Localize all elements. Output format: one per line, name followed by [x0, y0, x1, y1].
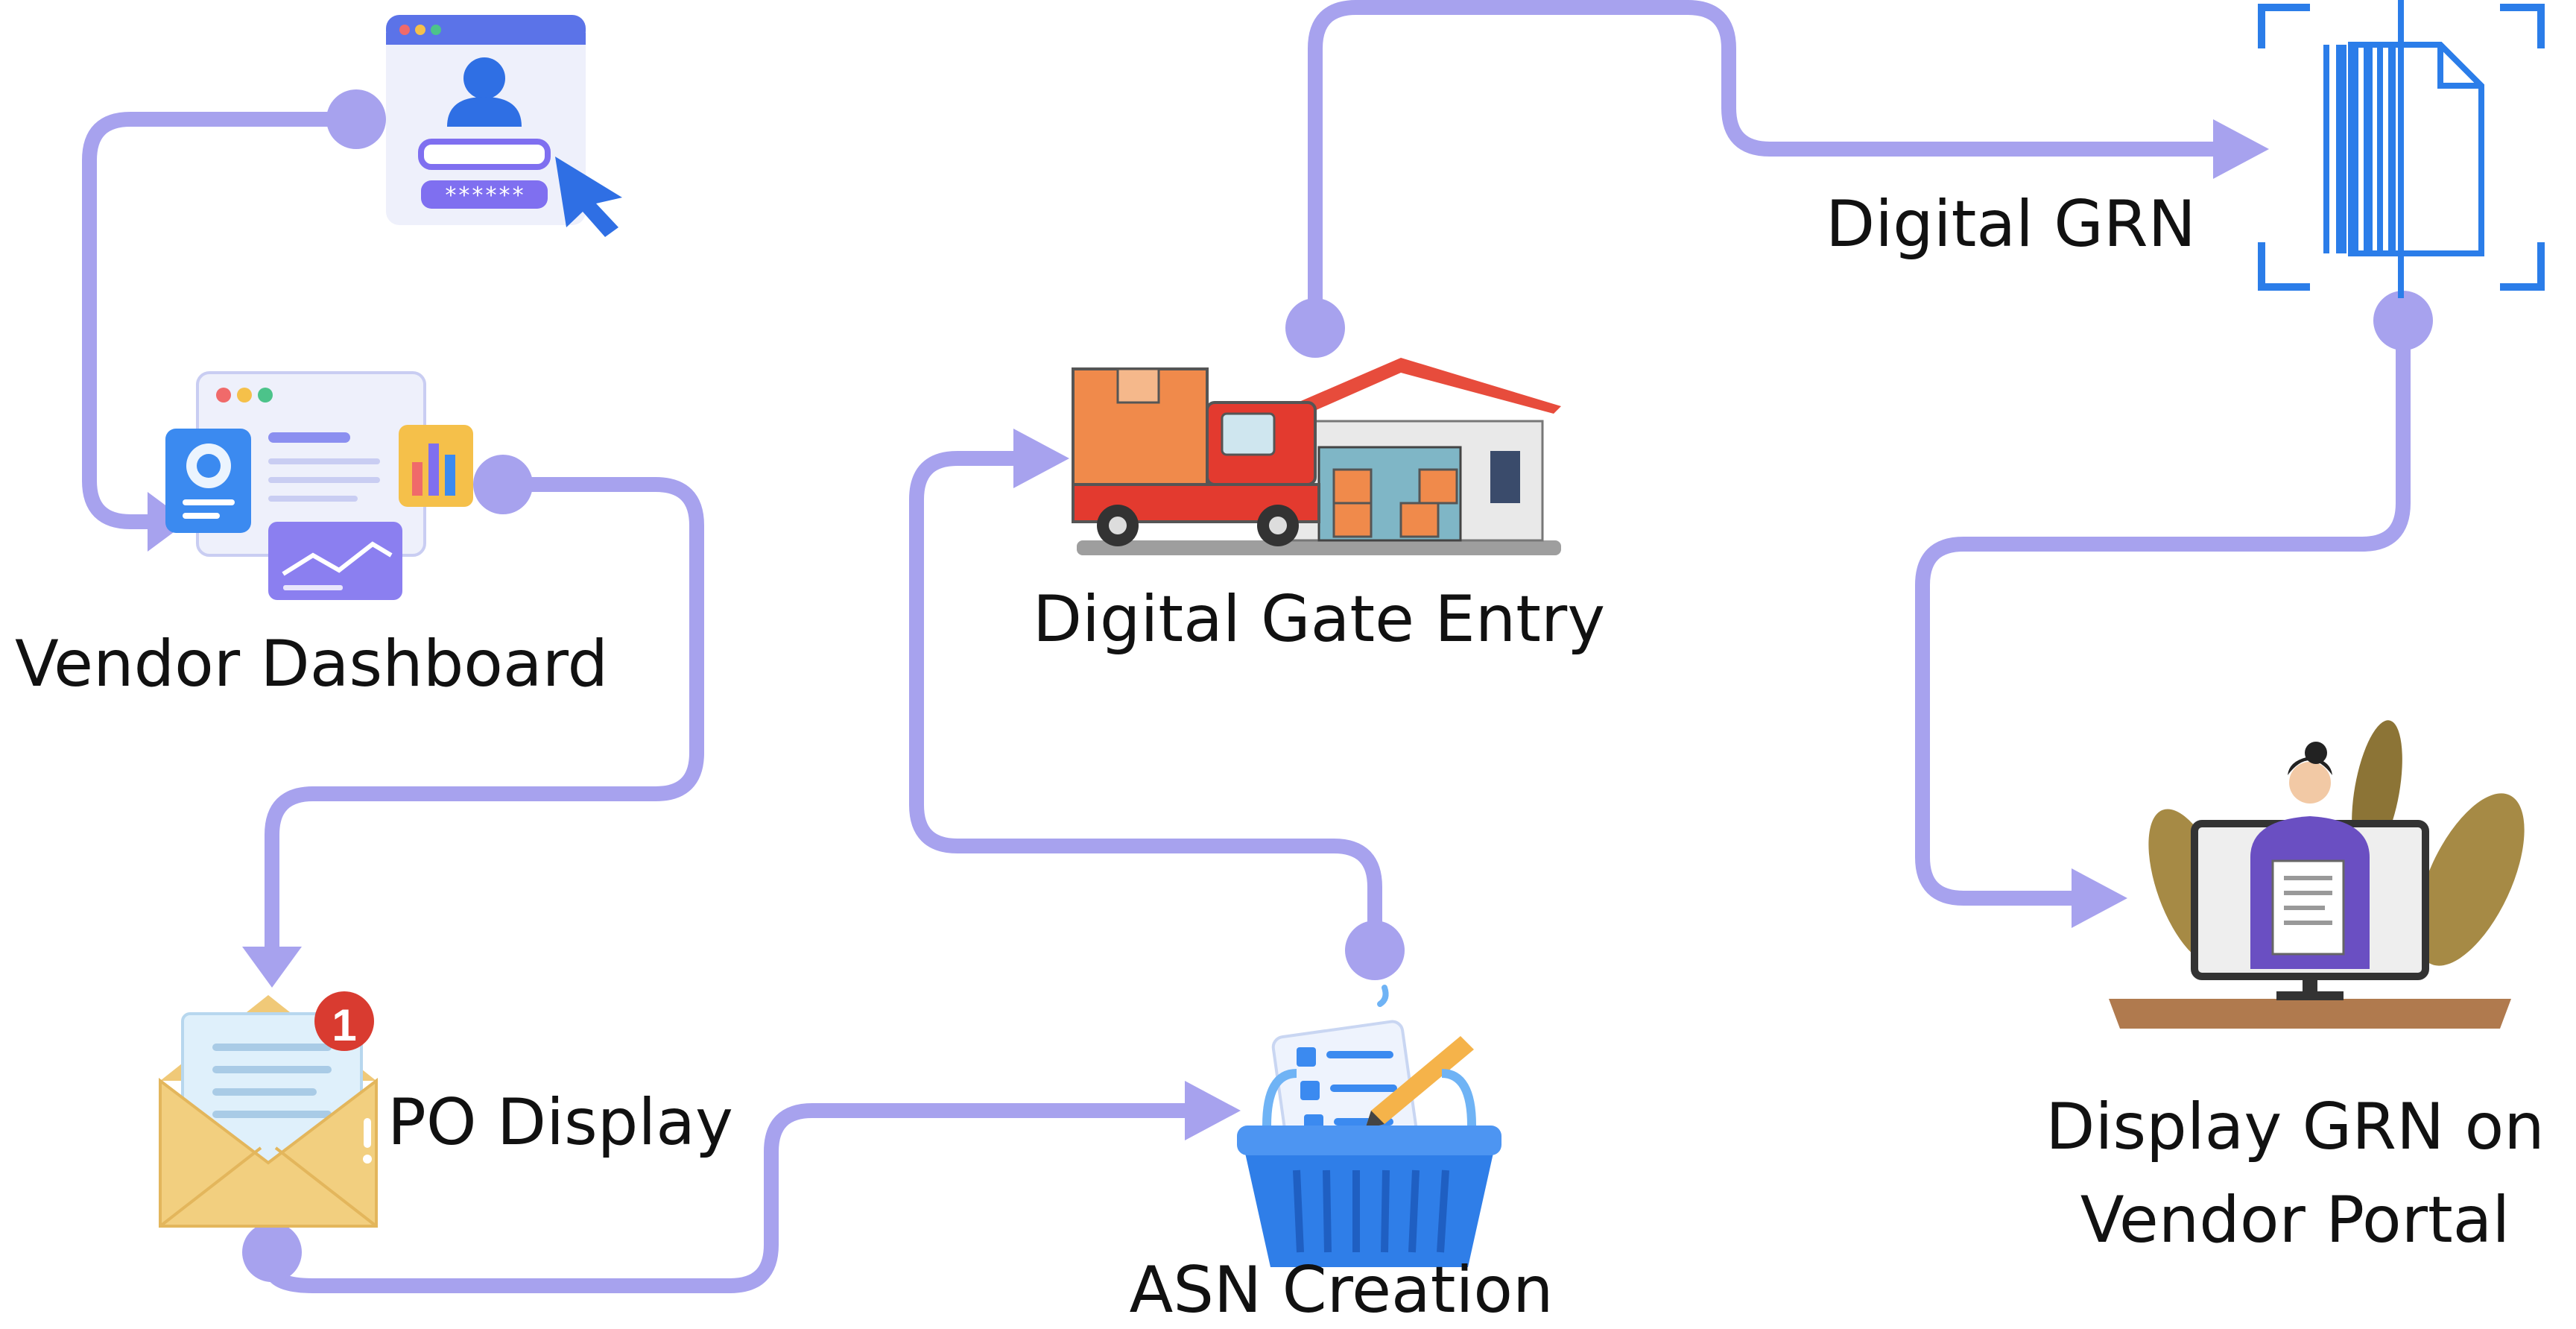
- connector-dots: [242, 89, 2433, 1282]
- label-display-grn: Display GRN on Vendor Portal: [2045, 1090, 2545, 1257]
- connector-gate-to-grn: [1308, 0, 2224, 335]
- connector-asn-to-gate: [909, 451, 1382, 954]
- label-vendor-dashboard: Vendor Dashboard: [15, 627, 609, 701]
- arrowhead-to-gate: [1013, 429, 1069, 488]
- dot-grn: [2373, 291, 2433, 350]
- dot-po: [242, 1222, 302, 1282]
- login-screen-icon: ******: [386, 15, 622, 237]
- envelope-notification-icon: 1: [159, 991, 378, 1228]
- person-monitor-document-icon: [2109, 720, 2525, 1029]
- barcode-document-icon: [2258, 0, 2545, 298]
- svg-text:******: ******: [444, 183, 525, 209]
- arrowhead-to-grn: [2213, 119, 2269, 179]
- connectors: [82, 0, 2411, 1293]
- notification-badge: [314, 991, 374, 1051]
- truck-warehouse-icon: [1072, 358, 1561, 555]
- arrowhead-to-po: [242, 947, 302, 988]
- checklist-basket-icon: [1237, 985, 1501, 1267]
- dot-login: [326, 89, 386, 149]
- dashboard-icon: [165, 371, 473, 600]
- label-digital-gate-entry: Digital Gate Entry: [1032, 582, 1606, 657]
- label-asn-creation: ASN Creation: [1129, 1253, 1554, 1328]
- dot-gate: [1285, 298, 1345, 358]
- connector-grn-to-display: [1915, 313, 2411, 906]
- label-po-display: PO Display: [387, 1085, 733, 1160]
- connector-dashboard-to-po: [265, 477, 704, 954]
- dot-asn: [1345, 921, 1405, 980]
- arrowhead-to-display: [2072, 868, 2127, 928]
- connector-login-to-dashboard: [82, 112, 358, 529]
- label-digital-grn: Digital GRN: [1826, 187, 2196, 262]
- notification-badge-count: 1: [332, 1000, 356, 1050]
- dot-dashboard: [473, 455, 533, 514]
- connector-po-to-asn: [265, 1103, 1196, 1293]
- arrowhead-to-asn: [1185, 1081, 1241, 1140]
